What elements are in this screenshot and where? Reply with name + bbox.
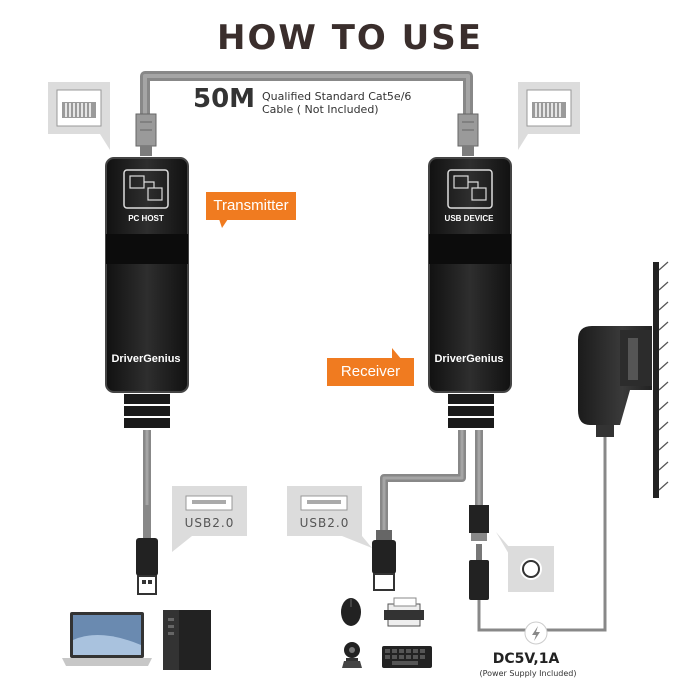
webcam-icon xyxy=(342,642,362,668)
pc-tower-icon xyxy=(163,610,211,670)
cable-desc-line2: Cable ( Not Included) xyxy=(262,103,379,116)
rj45-plug-left xyxy=(135,113,157,156)
rj45-plug-right xyxy=(457,113,479,156)
transmitter-callout: Transmitter xyxy=(206,192,296,220)
ethernet-cable xyxy=(140,71,473,118)
power-note: (Power Supply Included) xyxy=(479,669,577,678)
lightning-icon xyxy=(524,621,548,645)
receiver-brand: DriverGenius xyxy=(434,353,504,365)
usb-callout-left xyxy=(172,486,247,552)
cable-desc-line1: Qualified Standard Cat5e/6 xyxy=(262,90,412,103)
rj45-port-icon-right xyxy=(518,82,580,150)
cable-length: 50M xyxy=(193,84,256,114)
transmitter-usb-label: USB2.0 xyxy=(184,516,235,530)
printer-icon xyxy=(384,597,424,627)
power-spec: DC5V,1A xyxy=(492,651,560,667)
usb-callout-right xyxy=(287,486,372,548)
receiver-port-label: USB DEVICE xyxy=(444,214,494,223)
transmitter-device xyxy=(105,157,189,428)
dc-port-callout xyxy=(496,532,554,592)
receiver-cables xyxy=(372,430,607,632)
page-title: HOW TO USE xyxy=(217,18,483,58)
keyboard-icon xyxy=(382,646,432,668)
rj45-port-icon-left xyxy=(48,82,110,150)
laptop-icon xyxy=(62,612,152,666)
receiver-callout-tail xyxy=(392,348,402,360)
receiver-device xyxy=(428,157,512,428)
power-adapter xyxy=(578,261,669,498)
transmitter-brand: DriverGenius xyxy=(111,353,181,365)
receiver-callout: Receiver xyxy=(327,358,414,386)
transmitter-usb-cable xyxy=(136,430,158,595)
receiver-usb-label: USB2.0 xyxy=(299,516,350,530)
mouse-icon xyxy=(341,598,361,626)
transmitter-port-label: PC HOST xyxy=(128,214,164,223)
